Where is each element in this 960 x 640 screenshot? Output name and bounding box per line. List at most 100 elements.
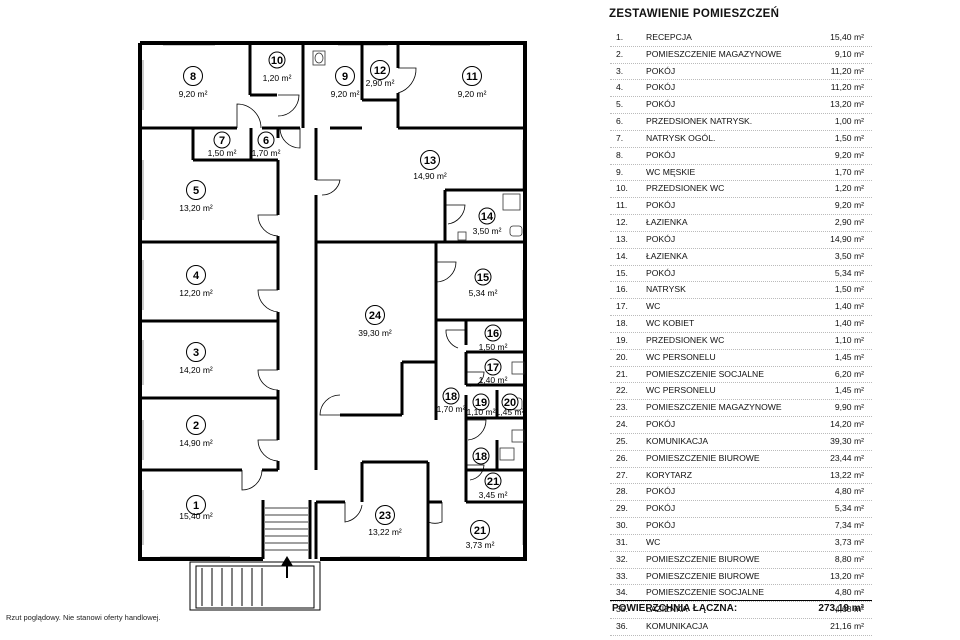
plan-room-area: 1,70 m²: [437, 404, 466, 414]
plan-room-area: 9,20 m²: [179, 89, 208, 99]
plan-room-number: 3: [193, 347, 199, 359]
room-area: 1,50 m²: [834, 284, 864, 295]
disclaimer-note: Rzut poglądowy. Nie stanowi oferty handl…: [6, 613, 161, 622]
plan-room-area: 9,20 m²: [458, 89, 487, 99]
room-name: POMIESZCZENIE MAGAZYNOWE: [646, 48, 782, 59]
room-number: 1.: [616, 32, 624, 42]
plan-room-area: 1,50 m²: [208, 148, 237, 158]
plan-room-area: 2,90 m²: [366, 78, 395, 88]
room-name: POKÓJ: [646, 99, 676, 110]
room-area: 3,50 m²: [834, 250, 864, 261]
room-number-circle: [478, 207, 496, 225]
plan-room-area: 14,90 m²: [179, 438, 213, 448]
room-area: 1,45 m²: [834, 385, 864, 396]
room-area: 13,22 m²: [830, 469, 864, 480]
plan-room-number: 6: [263, 135, 269, 147]
room-name: POMIESZCZENIE SOCJALNE: [646, 587, 764, 598]
room-area: 9,20 m²: [834, 149, 864, 160]
room-number-circle: [186, 415, 206, 435]
plan-room-area: 15,40 m²: [179, 511, 213, 521]
room-number-circle: [186, 180, 206, 200]
plan-room-area: 13,22 m²: [368, 527, 402, 537]
room-number: 29.: [616, 503, 628, 514]
room-name: POMIESZCZENIE MAGAZYNOWE: [646, 402, 782, 413]
room-number: 32.: [616, 553, 628, 564]
room-number: 14.: [616, 250, 628, 261]
room-area: 2,90 m²: [834, 217, 864, 228]
plan-room-number: 23: [379, 510, 391, 522]
room-number-circle: [442, 387, 460, 405]
room-area: 9,90 m²: [834, 402, 864, 413]
plan-room-number: 9: [342, 71, 348, 83]
room-area: 13,20 m²: [830, 99, 864, 110]
plan-room-area: 14,90 m²: [413, 171, 447, 181]
room-area: 4,80 m²: [834, 486, 864, 497]
room-number-circle: [365, 305, 385, 325]
room-list-title: ZESTAWIENIE POMIESZCZEŃ: [609, 8, 780, 20]
room-area: 14,20 m²: [830, 419, 864, 430]
room-area: 39,30 m²: [830, 435, 864, 446]
room-name: POKÓJ: [646, 200, 676, 211]
plan-room-number: 11: [466, 71, 478, 83]
total-area-label: POWIERZCHNIA ŁĄCZNA:: [612, 603, 738, 614]
entrance-steps: [189, 561, 321, 611]
room-number: 28.: [616, 486, 628, 497]
room-number: 25.: [616, 435, 628, 446]
room-name: WC MĘSKIE: [646, 166, 696, 177]
room-name: POMIESZCZENIE SOCJALNE: [646, 368, 764, 379]
room-number: 27.: [616, 469, 628, 480]
room-area: 11,20 m²: [830, 65, 864, 76]
room-area: 1,50 m²: [834, 132, 864, 143]
room-number-circle: [375, 505, 395, 525]
plan-room-area: 13,20 m²: [179, 203, 213, 213]
room-number: 26.: [616, 452, 628, 463]
room-name: POKÓJ: [646, 149, 676, 160]
room-area: 23,44 m²: [830, 452, 864, 463]
room-name: POKÓJ: [646, 419, 676, 430]
room-number: 20.: [616, 351, 628, 362]
plan-room-number: 2: [193, 420, 199, 432]
plan-room-area: 1,45 m²: [496, 407, 525, 417]
room-number: 30.: [616, 520, 628, 531]
plan-room-area: 9,20 m²: [331, 89, 360, 99]
room-number-circle: [186, 495, 206, 515]
plan-room-area: 1,40 m²: [479, 375, 508, 385]
room-number: 16.: [616, 284, 628, 295]
room-area: 1,40 m²: [834, 301, 864, 312]
room-name: PRZEDSIONEK WC: [646, 183, 725, 194]
plan-room-number: 15: [477, 272, 489, 284]
plan-room-number: 10: [271, 55, 283, 67]
room-area: 7,34 m²: [834, 520, 864, 531]
room-area: 13,20 m²: [830, 570, 864, 581]
room-number: 18.: [616, 318, 628, 329]
room-number-circle: [484, 358, 502, 376]
plan-room-area: 1,50 m²: [479, 342, 508, 352]
room-name: PRZEDSIONEK WC: [646, 334, 725, 345]
room-area: 4,80 m²: [834, 587, 864, 598]
plan-room-number: 4: [193, 270, 200, 282]
entrance-arrow-icon: [281, 556, 293, 578]
plan-room-number: 13: [424, 155, 436, 167]
room-name: NATRYSK OGÓL.: [646, 132, 716, 143]
room-name: KOMUNIKACJA: [646, 620, 709, 631]
room-list-row: 7.NATRYSK OGÓL.1,50 m²: [610, 131, 872, 148]
room-number-circle: [268, 51, 286, 69]
